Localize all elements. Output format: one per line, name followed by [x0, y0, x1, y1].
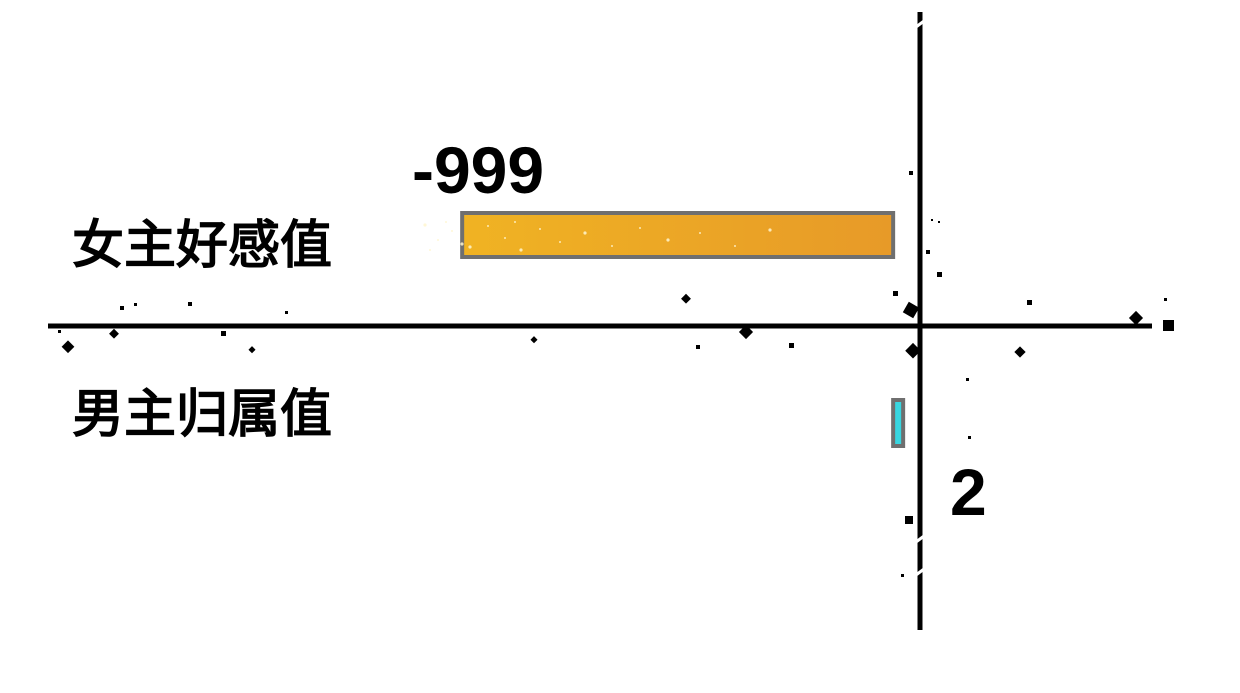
category-label-0: 女主好感值 [72, 216, 332, 276]
sparkle [460, 242, 464, 246]
sparkle [559, 241, 561, 243]
sparkle [445, 221, 447, 223]
data-label-1: 2 [950, 455, 987, 529]
sparkle [583, 231, 587, 235]
sparkle [611, 245, 613, 247]
sparkle [423, 223, 427, 227]
sparkle [768, 228, 772, 232]
bars-layer [460, 211, 906, 448]
sparkle [734, 245, 736, 247]
sparkle [519, 248, 523, 252]
bar-sparkles [423, 221, 772, 252]
sparkle [639, 227, 641, 229]
bar-0 [460, 211, 896, 259]
bar-1 [891, 398, 906, 448]
axes [48, 12, 1152, 630]
sparkle [666, 238, 670, 242]
axis-break-bottom-2 [911, 564, 929, 580]
axis-break-top [911, 16, 929, 32]
sparkle [451, 230, 453, 232]
category-label-1: 男主归属值 [72, 385, 332, 445]
sparkle [699, 232, 701, 234]
sparkle [437, 239, 439, 241]
debris-decoration [58, 171, 1174, 577]
sparkle [504, 237, 506, 239]
axis-break-bottom [911, 531, 929, 547]
data-label-0: -999 [412, 133, 544, 207]
sparkle [468, 245, 472, 249]
sparkle [429, 249, 431, 251]
sparkle [514, 221, 516, 223]
sparkle [487, 225, 489, 227]
sparkle [539, 228, 541, 230]
